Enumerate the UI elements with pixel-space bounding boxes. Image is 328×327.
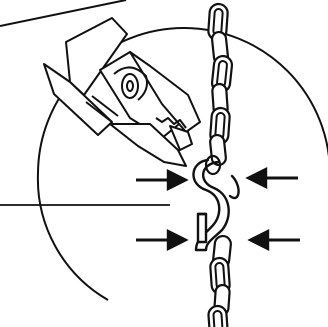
pliers-icon (44, 18, 200, 166)
chain-link (208, 305, 228, 327)
arrow-icon (136, 231, 186, 249)
arrow-icon (136, 171, 186, 189)
arrow-icon (248, 169, 298, 187)
arrow-icon (250, 231, 300, 249)
